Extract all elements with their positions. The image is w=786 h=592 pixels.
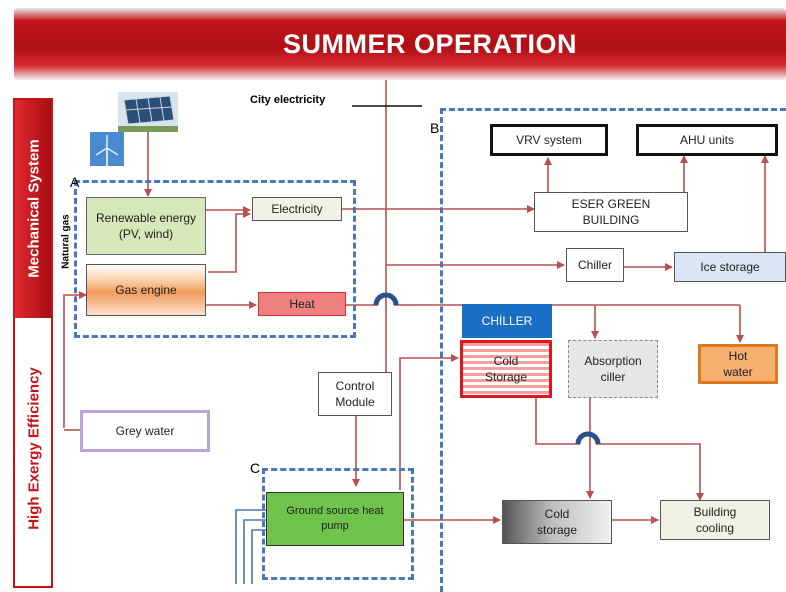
heat-box: Heat [258, 292, 346, 316]
ice-storage-box: Ice storage [674, 252, 786, 282]
section-b-label: B [430, 120, 440, 136]
section-a-frame [74, 180, 356, 338]
absorption-chiller-box: Absorption ciller [568, 340, 658, 398]
cold-storage-tank-box: Cold Storage [460, 340, 552, 398]
ground-source-heat-pump-box: Ground source heat pump [266, 492, 404, 546]
electricity-box: Electricity [252, 197, 342, 221]
sidebar-efficiency-label: High Exergy Efficiency [25, 367, 43, 530]
grey-water-box: Grey water [80, 410, 210, 452]
section-c-label: C [250, 460, 261, 476]
building-cooling-box: Building cooling [660, 500, 770, 540]
section-b-frame [440, 108, 786, 592]
section-a-label: A [70, 174, 80, 190]
cold-storage-box: Cold storage [502, 500, 612, 544]
hot-water-box: Hot water [698, 344, 778, 384]
sidebar-top-band [15, 100, 51, 318]
ahu-units-box: AHU units [636, 124, 778, 156]
solar-panel-icon [118, 92, 178, 132]
gas-engine-box: Gas engine [86, 264, 206, 316]
title-banner: SUMMER OPERATION [14, 8, 786, 80]
control-module-box: Control Module [318, 372, 392, 416]
vrv-system-box: VRV system [490, 124, 608, 156]
chiller-box: Chiller [566, 248, 624, 282]
wind-turbine-icon [90, 132, 124, 166]
city-electricity-label: City electricity [250, 94, 326, 106]
page-title: SUMMER OPERATION [282, 28, 577, 59]
section-c-frame [262, 468, 414, 580]
chiller-tank-header: CHİLLER [462, 304, 552, 338]
renewable-energy-box: Renewable energy (PV, wind) [86, 197, 206, 255]
natural-gas-label: Natural gas [60, 214, 72, 269]
sidebar-mechanical-label: Mechanical System [25, 139, 43, 278]
eser-green-building-box: ESER GREEN BUILDING [534, 192, 688, 232]
